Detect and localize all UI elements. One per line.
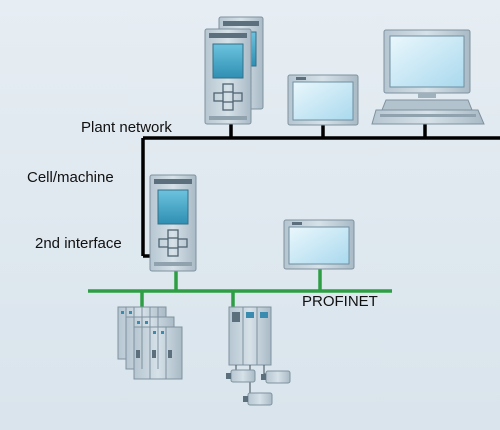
cell-machine-label: Cell/machine: [27, 169, 114, 186]
servo-motor-icon: [261, 370, 291, 384]
plant-network-bus: [141, 124, 500, 258]
drive-system-icon: [226, 306, 291, 406]
plant-network-label: Plant network: [81, 119, 172, 136]
servo-motor-icon: [226, 369, 256, 383]
servo-motor-icon: [243, 392, 273, 406]
cell-controller-icon: [149, 174, 197, 272]
profinet-label: PROFINET: [302, 293, 378, 310]
distributed-io-icon: [117, 306, 183, 380]
redundant-controllers-icon: [204, 16, 264, 125]
hmi-panel-top-icon: [287, 74, 359, 126]
profinet-bus: [88, 268, 392, 308]
plc-front-unit: [204, 28, 252, 125]
hmi-panel-cell-icon: [283, 219, 355, 270]
pc-workstation-icon: [371, 29, 485, 125]
second-interface-label: 2nd interface: [35, 235, 122, 252]
